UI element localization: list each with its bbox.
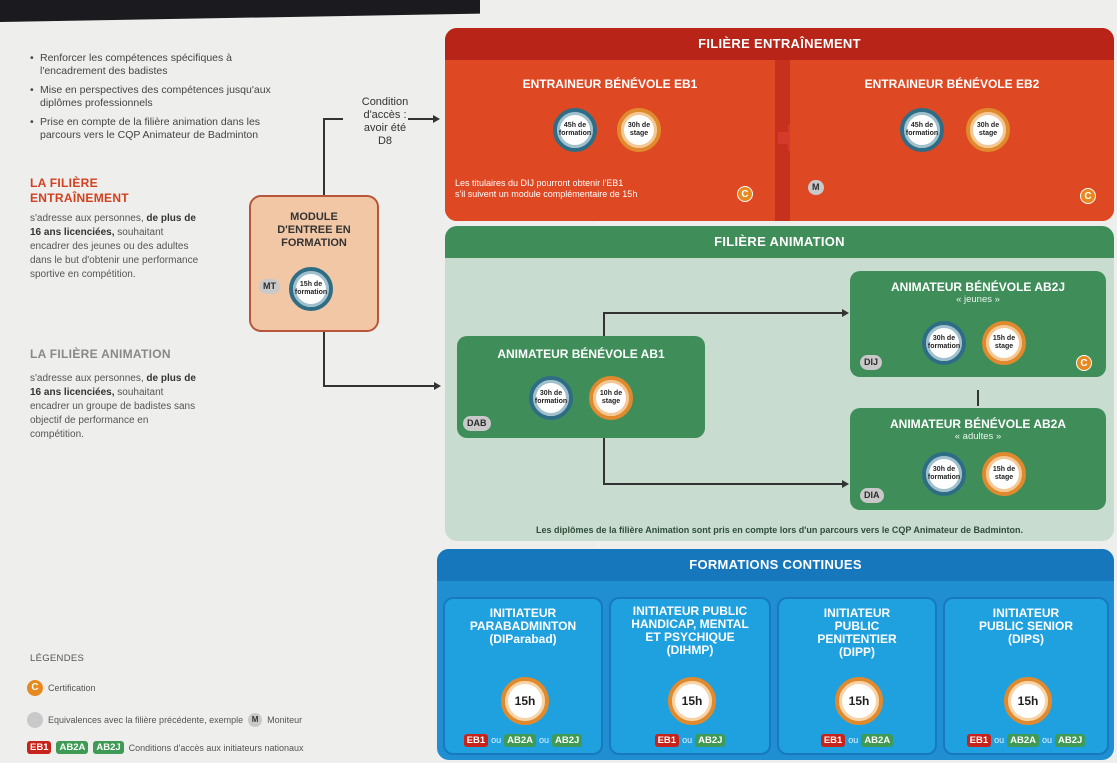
arrow-right-icon xyxy=(433,115,440,123)
objectives-list: Renforcer les compétences spécifiques à … xyxy=(30,52,300,148)
mt-tag: MT xyxy=(259,279,280,294)
ab2j-card: ANIMATEUR BÉNÉVOLE AB2J « jeunes » 30h d… xyxy=(850,271,1106,377)
legend-access-conditions: EB1 AB2A AB2J Conditions d'accès aux ini… xyxy=(27,741,303,754)
top-dark-band xyxy=(0,0,480,22)
filiere-animation-title: FILIÈRE ANIMATION xyxy=(445,226,1114,258)
connector-line xyxy=(603,483,843,485)
certification-icon: C xyxy=(1080,188,1096,204)
formations-continues-title: FORMATIONS CONTINUES xyxy=(437,549,1114,581)
connector-line xyxy=(603,312,843,314)
connector-line xyxy=(323,118,343,120)
certification-icon: C xyxy=(1076,355,1092,371)
entrainement-description: s'adresse aux personnes, de plus de 16 a… xyxy=(30,213,199,280)
ab2j-title: ANIMATEUR BÉNÉVOLE AB2J xyxy=(890,280,1066,294)
connector-line xyxy=(977,390,979,406)
ab2j-subtitle: « jeunes » xyxy=(956,294,1000,305)
filiere-entrainement-title: FILIÈRE ENTRAÎNEMENT xyxy=(445,28,1114,60)
arrow-right-icon xyxy=(842,480,849,488)
hours-circle: 15h xyxy=(835,677,883,725)
moniteur-icon: M xyxy=(248,713,263,727)
objective-item: Prise en compte de la filière animation … xyxy=(30,116,300,142)
legend-equivalences: Equivalences avec la filière précédente,… xyxy=(27,712,302,728)
filiere-entrainement-panel: FILIÈRE ENTRAÎNEMENT ENTRAINEUR BÉNÉVOLE… xyxy=(445,28,1114,221)
eb1-title: ENTRAINEUR BÉNÉVOLE EB1 xyxy=(522,77,698,91)
legend-title: LÉGENDES xyxy=(30,653,85,664)
animation-note: Les diplômes de la filière Animation son… xyxy=(536,525,1023,535)
m-tag: M xyxy=(808,180,824,195)
entrainement-heading: LA FILIÈRE ENTRAÎNEMENT xyxy=(30,176,129,205)
dia-tag: DIA xyxy=(860,488,884,503)
hours-circle: 15h xyxy=(1004,677,1052,725)
arrow-right-icon xyxy=(842,309,849,317)
connector-line xyxy=(323,385,435,387)
legend-certification: C Certification xyxy=(27,680,96,696)
ab2a-title: ANIMATEUR BÉNÉVOLE AB2A xyxy=(889,417,1066,431)
filiere-animation-panel: FILIÈRE ANIMATION ANIMATEUR BÉNÉVOLE AB1… xyxy=(445,226,1114,541)
objective-item: Renforcer les compétences spécifiques à … xyxy=(30,52,300,78)
connector-line xyxy=(408,118,434,120)
hours-circle: 15h xyxy=(668,677,716,725)
eb1-note: Les titulaires du DIJ pourront obtenir l… xyxy=(455,178,638,199)
objective-item: Mise en perspectives des compétences jus… xyxy=(30,84,300,110)
equivalence-icon xyxy=(27,712,43,728)
arrow-stem xyxy=(778,132,790,144)
ab2a-card: ANIMATEUR BÉNÉVOLE AB2A « adultes » 30h … xyxy=(850,408,1106,510)
ab2a-subtitle: « adultes » xyxy=(954,431,1002,442)
arrow-right-icon xyxy=(434,382,441,390)
certification-icon: C xyxy=(737,186,753,202)
dij-tag: DIJ xyxy=(860,355,883,370)
certification-icon: C xyxy=(27,680,43,696)
eb2-title: ENTRAINEUR BÉNÉVOLE EB2 xyxy=(864,77,1040,91)
hours-circle: 15h xyxy=(501,677,549,725)
animation-heading: LA FILIÈRE ANIMATION xyxy=(30,347,171,361)
animation-description: s'adresse aux personnes, de plus de 16 a… xyxy=(30,373,196,440)
dab-tag: DAB xyxy=(463,416,491,431)
ab1-title: ANIMATEUR BÉNÉVOLE AB1 xyxy=(497,347,665,361)
